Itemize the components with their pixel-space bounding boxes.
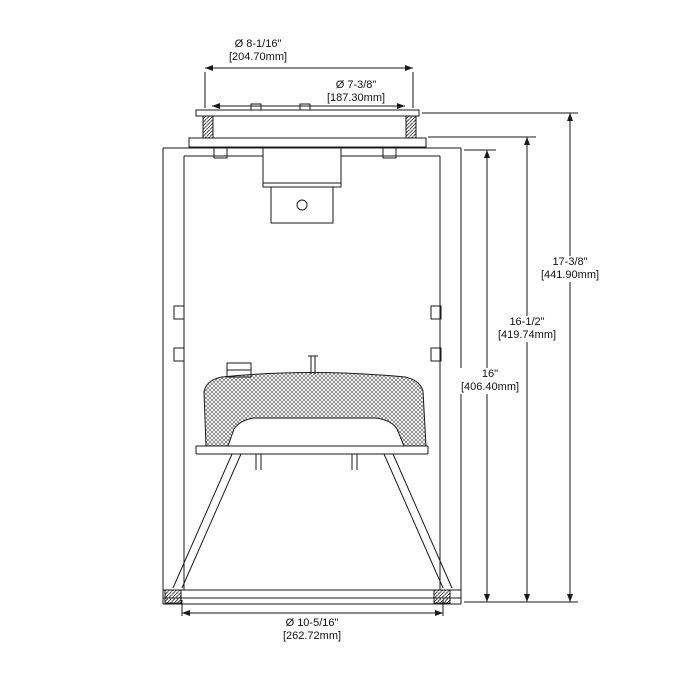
dim-housing-height: 16" [406.40mm] <box>458 368 522 394</box>
dim-top-inner-inches: Ø 7-3/8" <box>335 79 377 91</box>
dim-mid-height-mm: [419.74mm] <box>497 329 557 341</box>
dim-top-outer-mm: [204.70mm] <box>228 51 288 63</box>
dim-overall-height: 17-3/8" [441.90mm] <box>538 256 602 282</box>
dim-mid-height: 16-1/2" [419.74mm] <box>495 316 559 342</box>
collar-assembly <box>188 103 427 148</box>
dim-top-outer-inches: Ø 8-1/16" <box>234 38 282 50</box>
dim-mid-height-inches: 16-1/2" <box>509 316 545 328</box>
dim-top-outer-diameter: Ø 8-1/16" [204.70mm] <box>226 38 290 64</box>
junction-box <box>262 147 342 224</box>
dim-housing-height-mm: [406.40mm] <box>460 381 520 393</box>
dim-top-inner-diameter: Ø 7-3/8" [187.30mm] <box>324 79 388 105</box>
dim-bottom-mm: [262.72mm] <box>282 630 342 642</box>
dim-top-inner-mm: [187.30mm] <box>326 92 386 104</box>
housing-body <box>162 147 462 605</box>
lamp-module <box>203 355 427 447</box>
dimension-linework <box>181 65 578 616</box>
dim-overall-height-inches: 17-3/8" <box>552 256 588 268</box>
dim-bottom-inches: Ø 10-5/16" <box>285 617 339 629</box>
dim-bottom-diameter: Ø 10-5/16" [262.72mm] <box>280 617 344 643</box>
dim-overall-height-mm: [441.90mm] <box>540 269 600 281</box>
reflector-cone <box>172 445 453 589</box>
dim-housing-height-inches: 16" <box>481 368 499 380</box>
